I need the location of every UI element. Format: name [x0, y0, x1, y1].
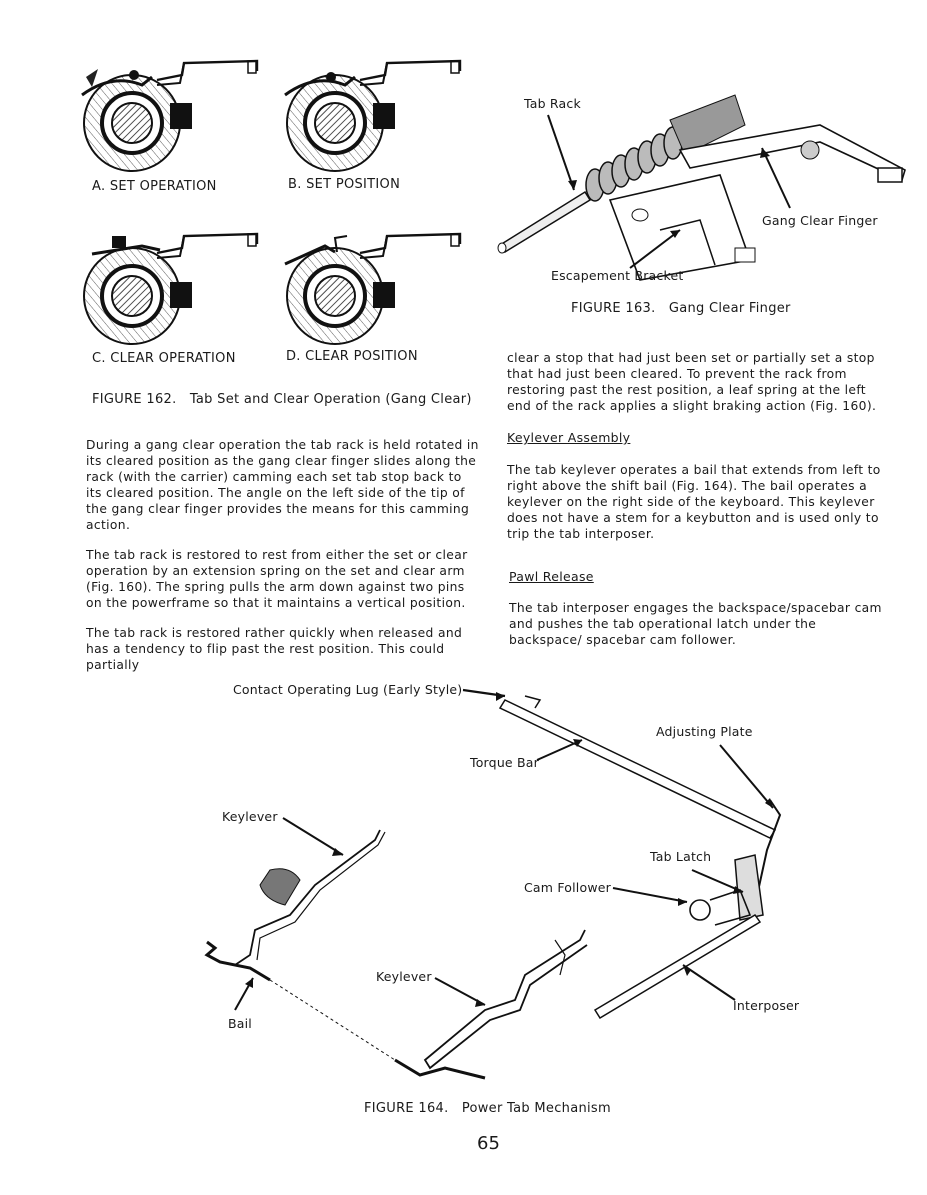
label-keylever-top: Keylever	[222, 809, 278, 824]
panel-a-caption: A. SET OPERATION	[92, 179, 217, 194]
panel-d-caption: D. CLEAR POSITION	[286, 349, 418, 364]
page-number: 65	[477, 1133, 500, 1154]
label-adjusting-plate: Adjusting Plate	[656, 724, 753, 739]
figure-162-panel-a-drawing	[81, 59, 259, 172]
label-contact-operating-lug: Contact Operating Lug (Early Style)	[233, 682, 463, 697]
heading-keylever-assembly: Keylever Assembly	[507, 430, 631, 445]
right-column-paragraph-3: The tab interposer engages the backspace…	[509, 601, 882, 647]
label-tab-latch: Tab Latch	[650, 849, 712, 864]
label-tab-rack: Tab Rack	[524, 96, 581, 111]
figure-162-caption: FIGURE 162. Tab Set and Clear Operation …	[92, 392, 472, 407]
label-interposer: Interposer	[733, 998, 800, 1013]
left-paragraph-2: The tab rack is restored to rest from ei…	[86, 548, 468, 610]
panel-c-caption: C. CLEAR OPERATION	[92, 351, 236, 366]
figure-163-caption: FIGURE 163. Gang Clear Finger	[571, 301, 791, 316]
figure-162-panel-d-drawing	[284, 232, 462, 345]
panel-b-caption: B. SET POSITION	[288, 177, 401, 192]
label-bail: Bail	[228, 1016, 252, 1031]
figure-164-caption: FIGURE 164. Power Tab Mechanism	[364, 1101, 611, 1116]
label-torque-bar: Torque Bar	[470, 755, 539, 770]
label-gang-clear-finger: Gang Clear Finger	[762, 213, 878, 228]
label-cam-follower: Cam Follower	[524, 880, 611, 895]
label-escapement-bracket: Escapement Bracket	[551, 268, 684, 283]
figure-163-drawing	[497, 94, 906, 281]
figure-162-panel-c-drawing	[83, 232, 259, 345]
left-paragraph-3: The tab rack is restored rather quickly …	[86, 626, 463, 672]
left-paragraph-1: During a gang clear operation the tab ra…	[86, 438, 479, 532]
right-column-paragraph-1: clear a stop that had just been set or p…	[507, 351, 877, 413]
right-column-paragraph-2: The tab keylever operates a bail that ex…	[507, 463, 881, 541]
figure-164-drawing	[204, 688, 782, 1080]
figure-162-panel-b-drawing	[284, 59, 462, 172]
heading-pawl-release: Pawl Release	[509, 569, 594, 584]
left-column: During a gang clear operation the tab ra…	[86, 437, 481, 673]
label-keylever-middle: Keylever	[376, 969, 432, 984]
